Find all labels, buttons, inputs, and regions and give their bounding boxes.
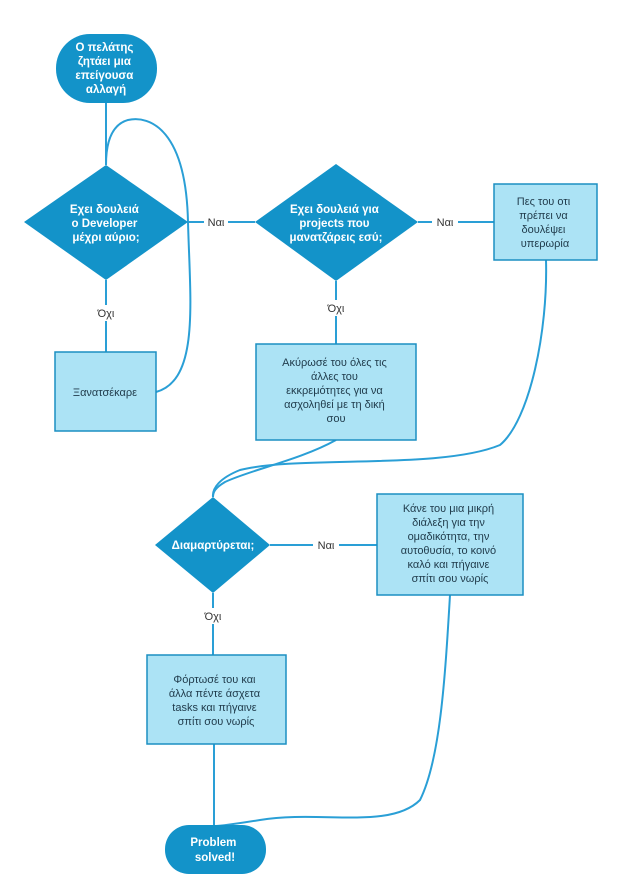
lecture-line: ομαδικότητα, την [408,531,490,543]
end-terminal: Problem solved! [165,825,266,874]
process-load-tasks: Φόρτωσέ του και άλλα πέντε άσχετα tasks … [146,654,287,745]
decision-projects-line: projects που [299,218,369,230]
recheck-line: Ξανατσέκαρε [73,387,137,399]
start-line: Ο πελάτης [75,42,133,54]
edges [105,103,548,827]
decision-developer-line: μέχρι αύριο; [72,232,139,244]
process-recheck: Ξανατσέκαρε [54,351,157,432]
load-line: tasks και πήγαινε [172,702,256,714]
lecture-line: Κάνε του μια μικρή [403,503,494,515]
start-line: ζητάει μια [78,56,131,68]
process-cancel-tasks: Ακύρωσέ του όλες τις άλλες του εκκρεμότη… [255,343,417,441]
end-line: solved! [195,852,235,864]
edge-label-projects-yes: Ναι [437,217,454,229]
cancel-line: Ακύρωσέ του όλες τις [282,357,387,369]
edge-lecture-to-end [215,594,451,827]
edge-overtime-to-protest [211,259,548,498]
svg-text:Διαμαρτύρεται;: Διαμαρτύρεται; [172,540,255,552]
overtime-line: πρέπει να [519,210,568,222]
overtime-line: Πες του οτι [517,196,571,208]
svg-text:Problem solved!: Problem solved! [190,837,239,864]
load-line: Φόρτωσέ του και [173,674,256,686]
svg-text:Ο πελάτης ζητάει μια: Ο πελάτης ζητάει μια επείγουσα αλλαγή [75,42,136,96]
overtime-line: υπερωρία [521,238,570,250]
load-line: σπίτι σου νωρίς [178,716,255,728]
svg-text:Εχει δουλειά ο Developer: Εχει δουλειά ο Developer μέχρι αύριο; [70,204,142,244]
edge-recheck-loop [105,118,192,393]
edge-label-protest-no: Όχι [204,611,222,623]
decision-protest: Διαμαρτύρεται; [155,497,270,593]
svg-text:Εχει δουλειά για project: Εχει δουλειά για projects που μανατζάρει… [290,204,383,244]
edge-label-dev-yes: Ναι [208,217,225,229]
start-terminal: Ο πελάτης ζητάει μια επείγουσα αλλαγή [56,34,157,103]
svg-text:Ακύρωσέ του όλες τις άλλ: Ακύρωσέ του όλες τις άλλες του εκκρεμότη… [282,357,390,425]
svg-text:Φόρτωσέ του και άλλα πέν: Φόρτωσέ του και άλλα πέντε άσχετα tasks … [169,674,263,728]
cancel-line: σου [327,413,346,425]
cancel-line: εκκρεμότητες για να [286,385,383,397]
decision-projects-line: μανατζάρεις εσύ; [290,232,383,244]
cancel-line: ασχοληθεί με τη δική [284,399,385,411]
cancel-line: άλλες του [311,371,358,383]
lecture-line: αυτοθυσία, το κοινό [401,545,496,557]
decision-projects-line: Εχει δουλειά για [290,204,379,216]
decision-protest-line: Διαμαρτύρεται; [172,540,255,552]
svg-text:Κάνε του μια μικρή διάλε: Κάνε του μια μικρή διάλεξη για την ομαδι… [401,503,500,585]
edge-cancel-to-protest [212,439,337,498]
edge-label-protest-yes: Ναι [318,540,335,552]
lecture-line: διάλεξη για την [412,517,485,529]
decision-projects: Εχει δουλειά για projects που μανατζάρει… [255,164,418,281]
edge-labels: Ναι Όχι Ναι Όχι Ναι Όχι [92,214,458,624]
edge-label-projects-no: Όχι [327,303,345,315]
start-line: επείγουσα [75,70,133,82]
decision-developer-line: ο Developer [71,218,137,230]
lecture-line: καλό και πήγαινε [408,559,490,571]
process-overtime: Πες του οτι πρέπει να δουλέψει υπερωρία [493,183,598,261]
edge-label-dev-no: Όχι [97,308,115,320]
decision-developer-busy: Εχει δουλειά ο Developer μέχρι αύριο; [24,165,188,280]
process-lecture: Κάνε του μια μικρή διάλεξη για την ομαδι… [376,493,524,596]
lecture-line: σπίτι σου νωρίς [412,573,489,585]
svg-text:Ξανατσέκαρε: Ξανατσέκαρε [73,387,137,399]
start-line: αλλαγή [86,84,126,96]
decision-developer-line: Εχει δουλειά [70,204,139,216]
svg-text:Πες του οτι πρέπει να: Πες του οτι πρέπει να δουλέψει υπερωρία [517,196,573,250]
overtime-line: δουλέψει [522,224,566,236]
end-line: Problem [190,837,236,849]
load-line: άλλα πέντε άσχετα [169,688,261,700]
